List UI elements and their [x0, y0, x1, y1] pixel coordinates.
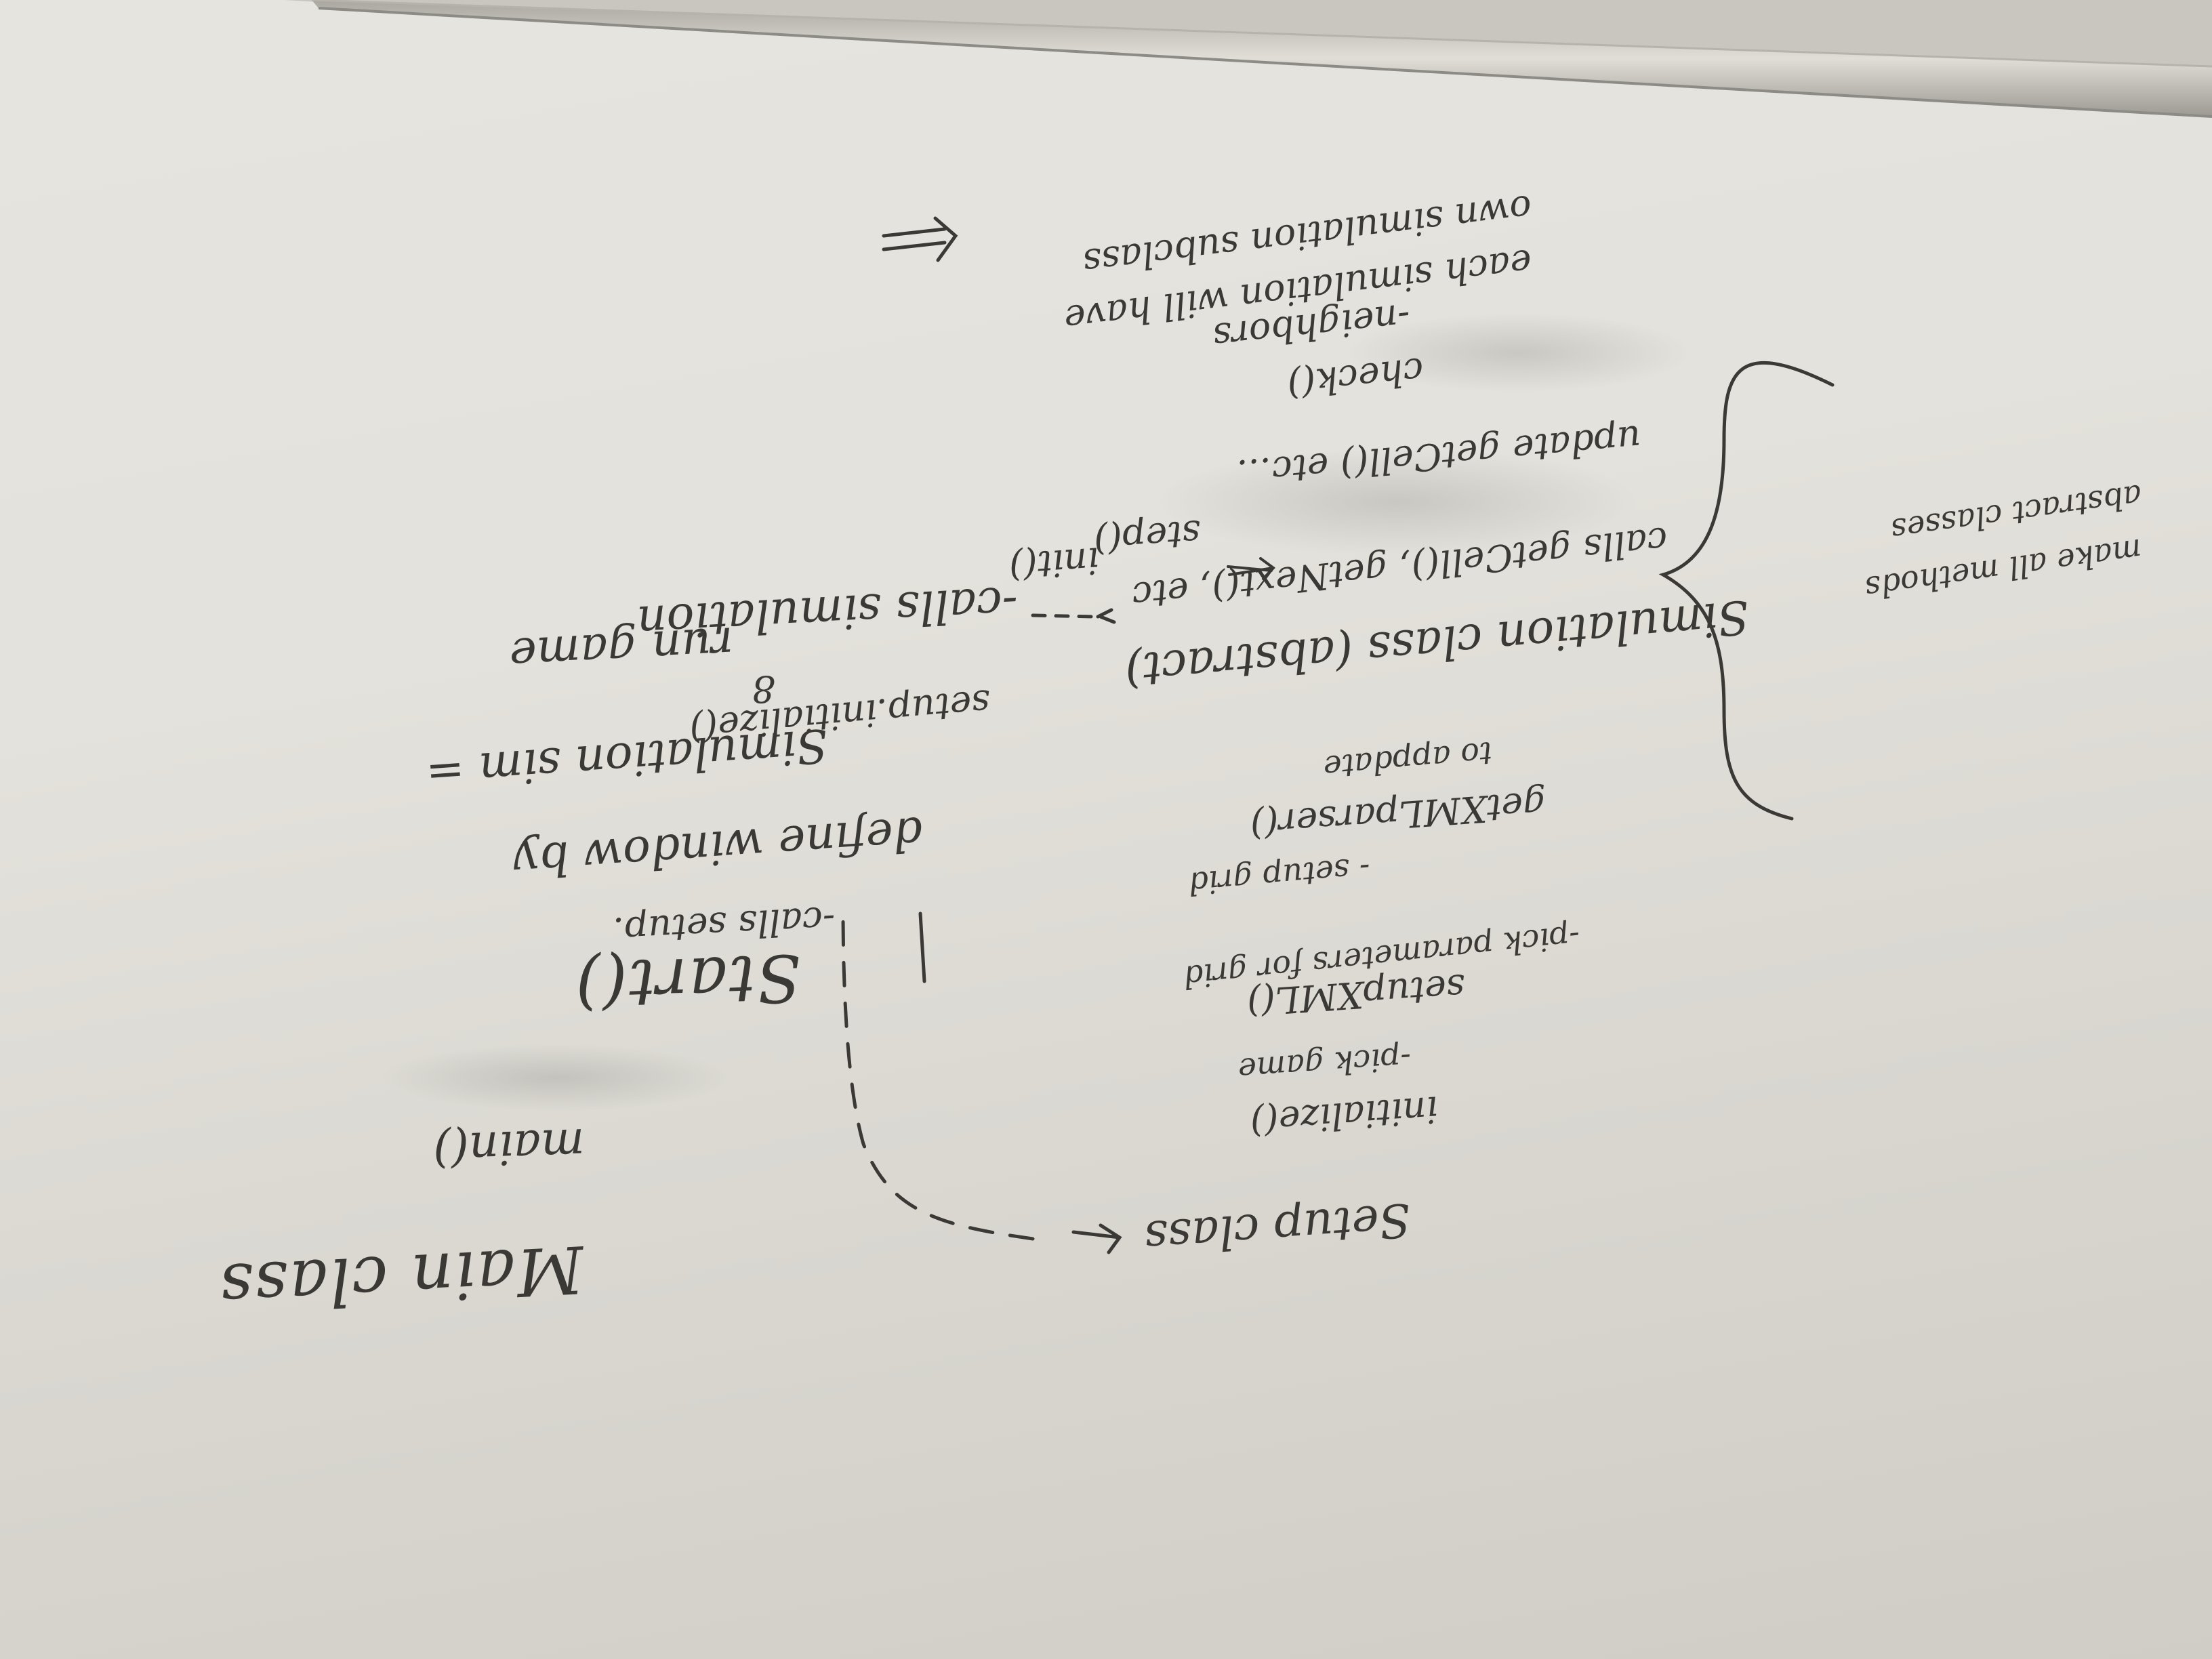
double-arrow [882, 216, 958, 262]
connector-sim [1031, 613, 1096, 619]
start-method: Start() [573, 939, 802, 1023]
eight-marker: 8 [752, 668, 775, 710]
divider-line [918, 912, 926, 983]
main-method: main() [432, 1118, 586, 1176]
eraser-smudge [1152, 447, 1640, 556]
step-method: step() [1092, 512, 1202, 562]
arrow-head-setup [1071, 1223, 1122, 1254]
arrow-head-sim [1096, 608, 1116, 624]
eraser-smudge [380, 1044, 732, 1111]
connector-setup-to-main [841, 905, 1035, 1241]
init-method: init() [1007, 539, 1101, 588]
eraser-smudge [1342, 312, 1694, 393]
arrow-init-step [1227, 557, 1275, 580]
brace [1658, 361, 1835, 821]
